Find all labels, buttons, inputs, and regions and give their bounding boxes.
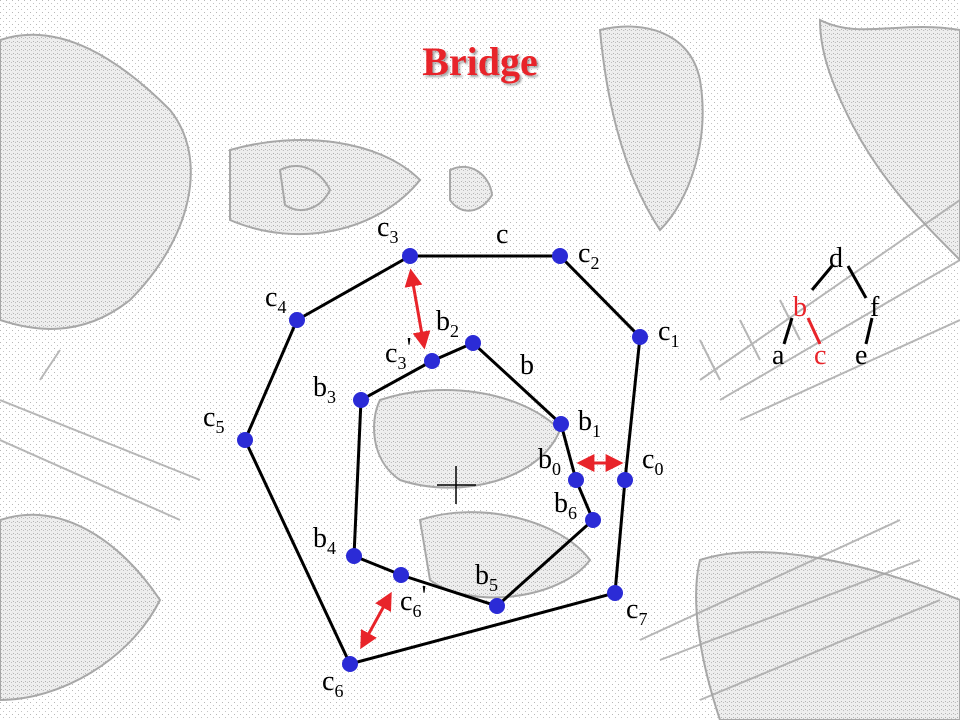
label-b3: b3 [313,372,336,407]
vertex-b2 [465,335,481,351]
label-b6: b6 [554,488,577,523]
vertex-b5 [489,598,505,614]
vertex-b0 [568,472,584,488]
vertex-b6 [585,512,601,528]
tree-node-d: d [829,243,843,274]
tree-node-f: f [870,292,880,323]
vertex-c6-prime [393,567,409,583]
tree-edge-f-e [864,317,874,345]
tree-edge-b-a [782,317,794,345]
slide-title: Bridge [422,39,538,84]
vertex-c6 [342,656,358,672]
label-c3-prime: c3' [385,333,411,373]
tree: d b f a c e [772,243,880,371]
tree-edge-d-b [810,265,834,291]
vertex-b3 [353,392,369,408]
label-c2: c2 [578,238,599,273]
vertex-b4 [346,548,362,564]
tree-node-a: a [772,340,785,371]
label-b2: b2 [436,306,459,341]
vertex-c5 [237,432,253,448]
label-c3: c3 [377,212,398,247]
label-c6-prime: c6' [400,581,426,621]
label-c0: c0 [642,444,663,479]
vertex-c0 [617,472,633,488]
label-b4: b4 [313,523,336,558]
vertex-c7 [607,585,623,601]
vertex-b1 [553,416,569,432]
center-cross-mark [437,466,476,504]
tree-edge-d-f [846,265,868,299]
polygon-label-c: c [496,219,508,250]
vertex-c3 [402,248,418,264]
vertex-c1 [632,329,648,345]
label-c1: c1 [658,316,679,351]
label-c6: c6 [322,666,343,701]
bridge-c3-c3prime [404,268,431,350]
label-b5: b5 [475,560,498,595]
label-b1: b1 [578,406,601,441]
polygon-label-b: b [520,350,534,381]
tree-node-e: e [855,340,867,371]
tree-node-c: c [814,340,826,371]
label-c5: c5 [203,402,224,437]
label-b0: b0 [538,444,561,479]
tree-node-b: b [793,292,807,323]
label-c7: c7 [626,594,647,629]
bridge-c6-c6prime [360,591,392,650]
vertex-c3-prime [424,353,440,369]
label-c4: c4 [265,282,286,317]
vertex-c4 [289,312,305,328]
vertex-c2 [552,248,568,264]
tree-edge-b-c [806,317,822,345]
inner-polygon-b [352,341,595,608]
